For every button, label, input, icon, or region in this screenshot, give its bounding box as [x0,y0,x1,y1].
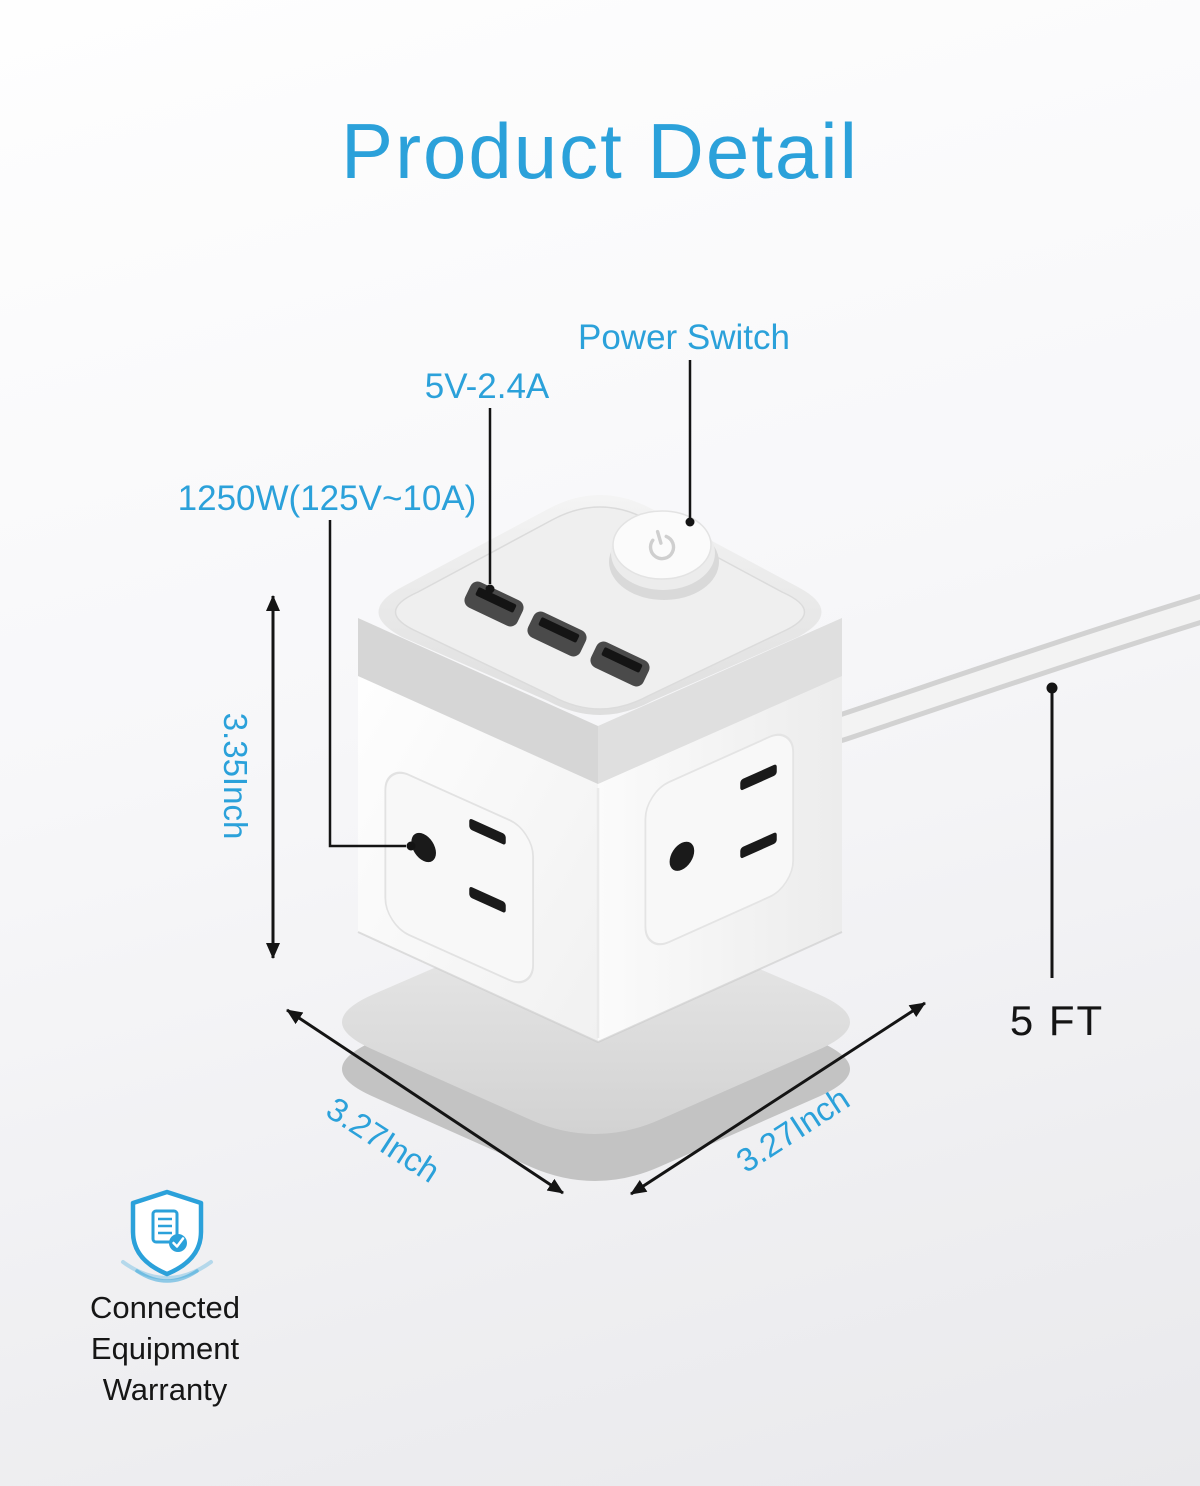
outlet-right [644,733,795,946]
power-icon [648,529,676,561]
usb-port-icon [590,641,650,687]
outlet-rating-label: 1250W(125V~10A) [177,479,477,518]
cord-pointer-dot [1046,682,1058,694]
cord-length-label: 5 FT [1009,997,1105,1044]
power-switch-label: Power Switch [577,318,791,357]
usb-output-label: 5V-2.4A [424,367,550,406]
base-left-arrow [286,1008,564,1195]
power-cord [825,593,1200,743]
warranty-shield-icon [121,1189,213,1283]
warranty-line: Connected [90,1290,240,1325]
outlet-left [384,771,535,984]
base-right-arrow [630,1001,926,1196]
cube-top-band-left [358,618,598,784]
page-title: Product Detail [341,107,859,195]
dimension-arrows [266,595,1058,1196]
warranty-text: Connected Equipment Warranty [55,1287,275,1410]
height-dimension-label: 3.35Inch [217,712,254,840]
warranty-line: Warranty [102,1372,228,1407]
callout-lines [328,360,695,851]
cube-top-band-right [598,618,842,784]
usb-port-icon [527,611,587,657]
usb-port-icon [464,581,524,627]
power-switch-button [609,510,719,600]
usb-ports [464,581,650,687]
warranty-line: Equipment [90,1331,240,1366]
